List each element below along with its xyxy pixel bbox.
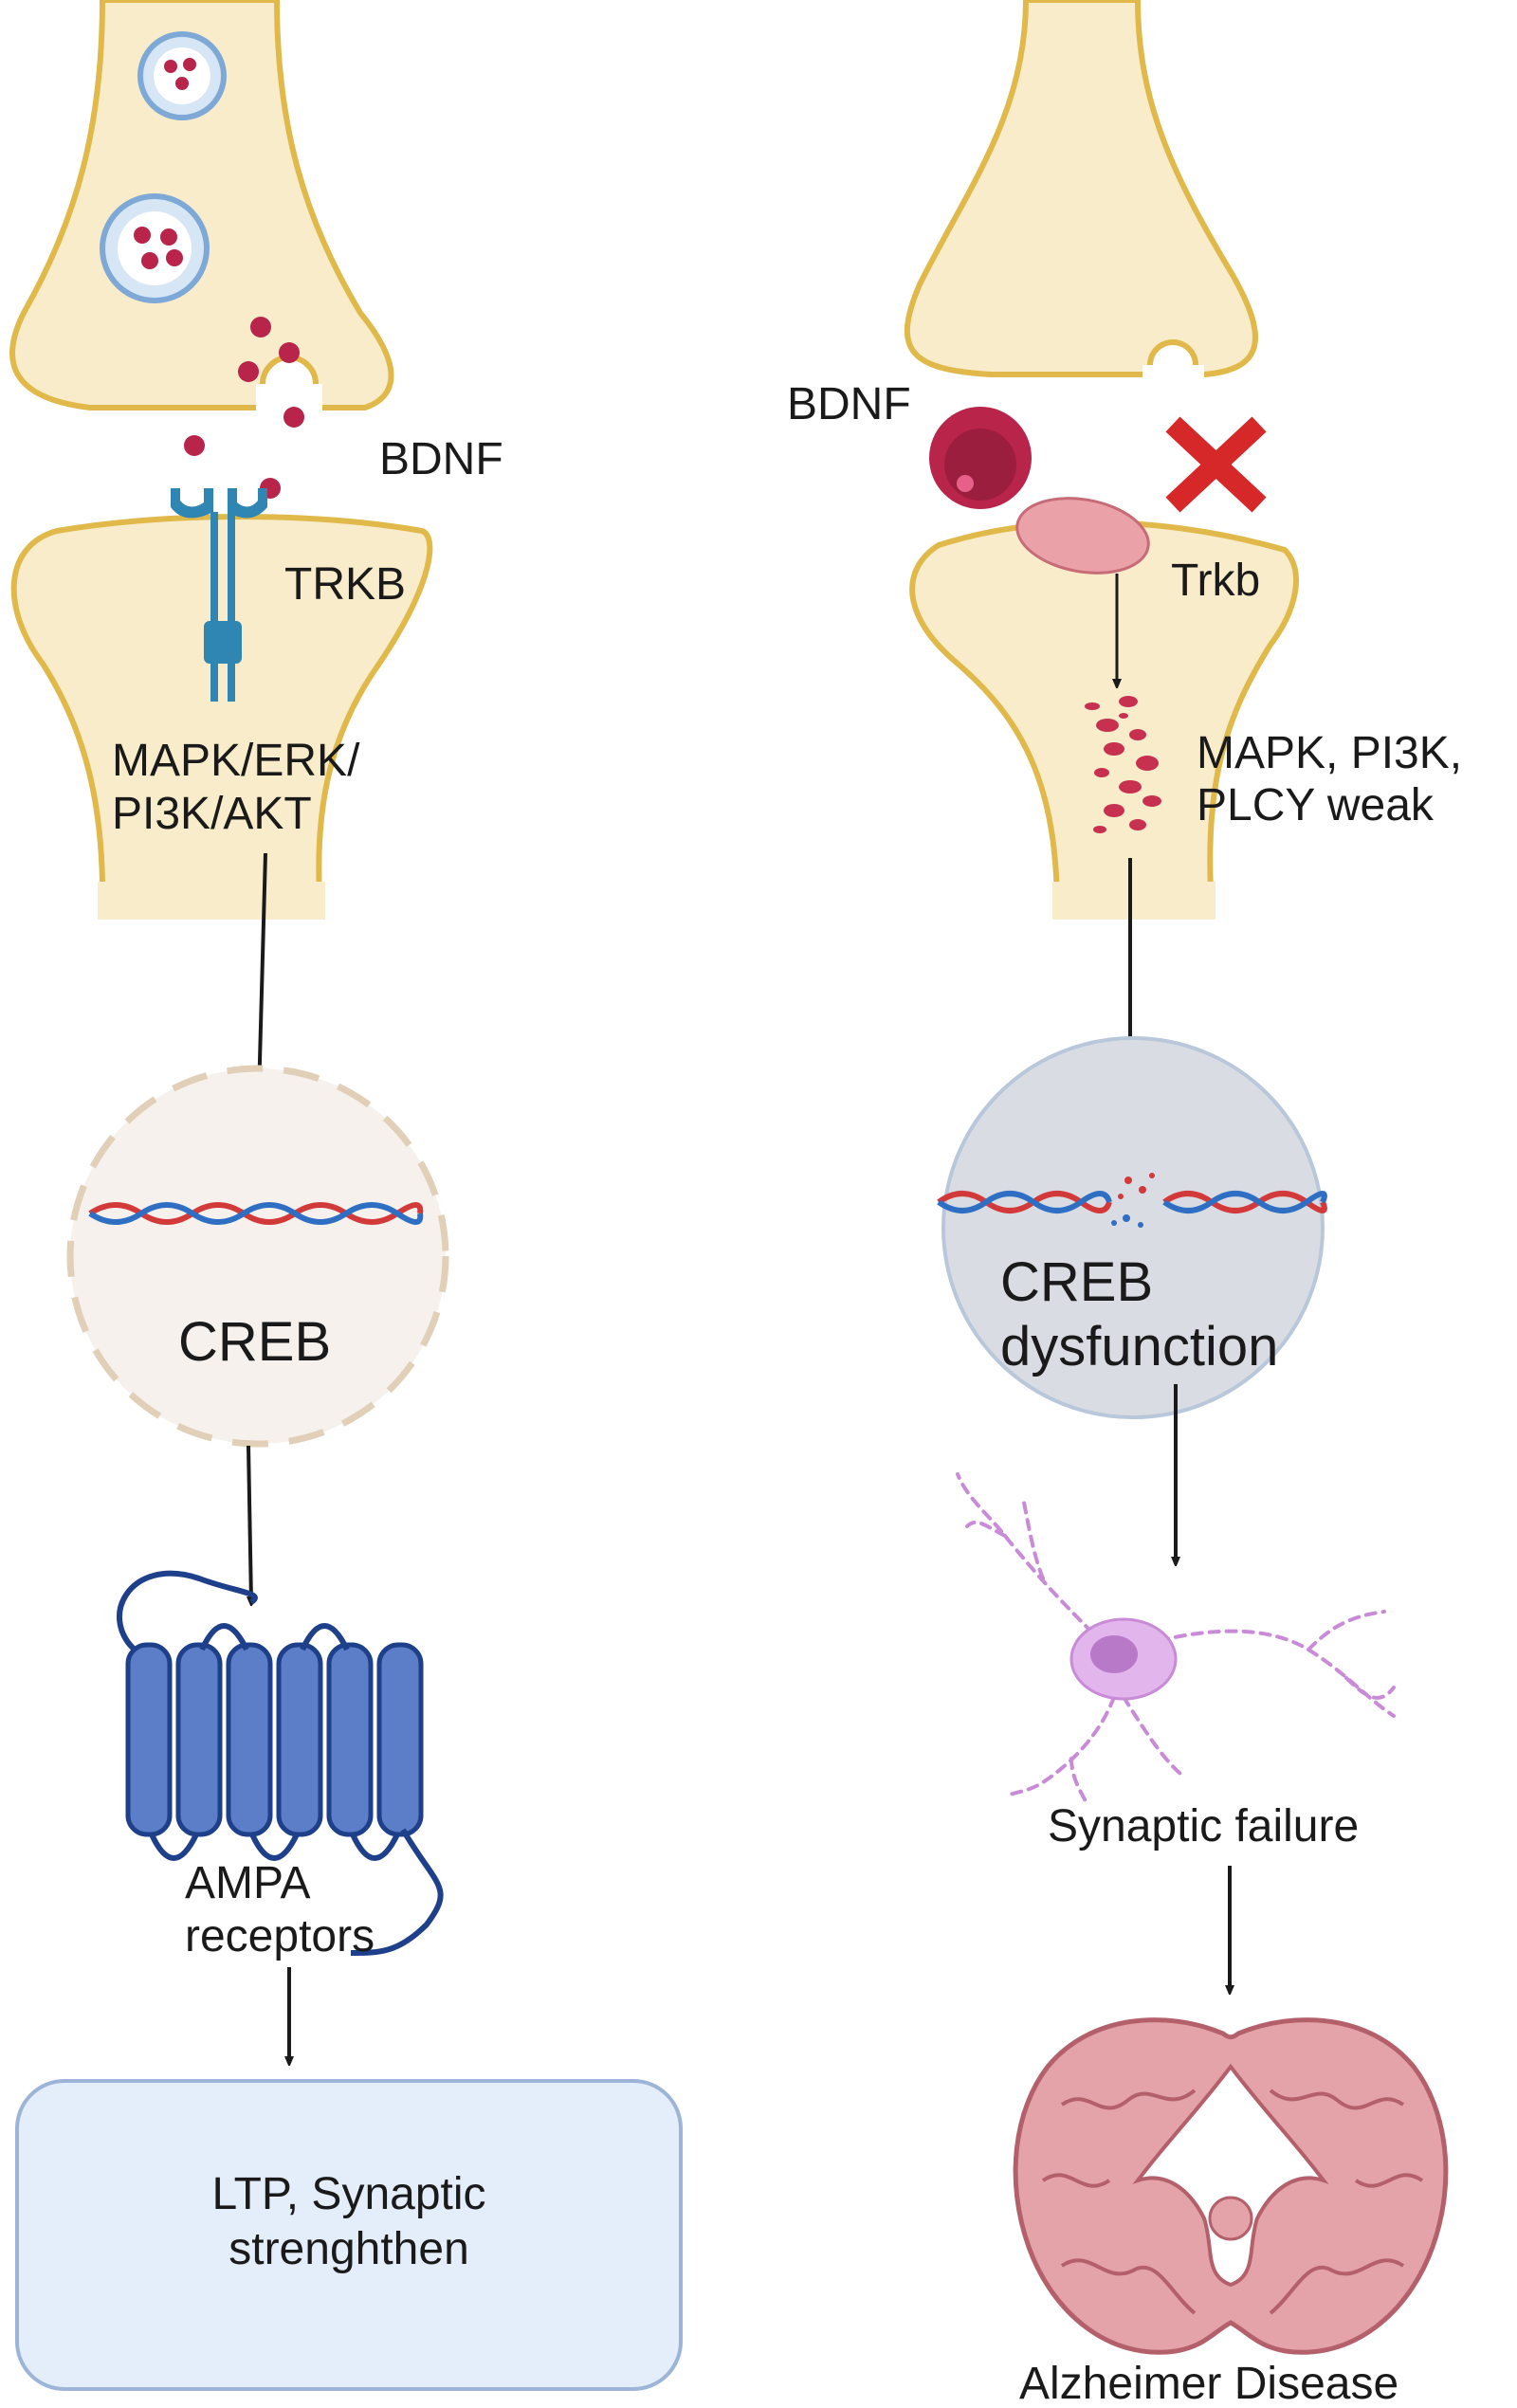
fragmented-signalling	[1085, 696, 1161, 833]
trkb-receptor	[171, 488, 267, 702]
ltp-outcome-box	[15, 2079, 683, 2391]
synaptic-failure-label: Synaptic failure	[1048, 1801, 1359, 1852]
healthy-pathway-label-1: MAPK/ERK/	[112, 736, 360, 786]
healthy-postsynaptic-terminal	[10, 514, 433, 913]
creb-dysfunction-line-2: dysfunction	[1000, 1316, 1278, 1377]
disease-bdnf-label: BDNF	[787, 379, 911, 429]
disease-trkb-label: Trkb	[1171, 556, 1260, 606]
ampa-receptor	[117, 1570, 444, 1956]
ltp-outcome-line-2: strenghthen	[228, 2224, 469, 2274]
alzheimer-brain-icon	[1013, 2017, 1449, 2355]
ltp-outcome-line-1: LTP, Synaptic	[211, 2169, 485, 2219]
blocked-x-icon	[1165, 416, 1267, 513]
degenerating-neuron-icon	[956, 1472, 1396, 1803]
dna-helix	[88, 1202, 424, 1225]
broken-dna-helix	[937, 1173, 1327, 1228]
healthy-panel: BDNF TRKB MAPK/ERK/ PI3K/AKT CREB	[9, 0, 683, 2391]
healthy-pathway-label-2: PI3K/AKT	[112, 789, 312, 839]
disease-pathway-label-2: PLCY weak	[1197, 780, 1435, 830]
healthy-creb-label: CREB	[178, 1311, 331, 1373]
bdnf-molecules	[184, 317, 304, 499]
trkb-receptor-damaged	[1015, 497, 1150, 575]
healthy-nucleus	[66, 1065, 449, 1448]
disease-postsynaptic-terminal	[909, 520, 1299, 913]
trkb-label: TRKB	[284, 559, 406, 610]
vesicle	[137, 31, 227, 120]
ampa-label-2: receptors	[185, 1911, 375, 1961]
bdnf-aggregate	[929, 407, 1032, 509]
ampa-label-1: AMPA	[185, 1858, 310, 1908]
arrow-creb-to-ampa	[248, 1445, 251, 1602]
creb-dysfunction-line-1: CREB	[1000, 1251, 1153, 1313]
healthy-bdnf-label: BDNF	[379, 434, 503, 484]
disease-presynaptic-terminal	[904, 0, 1258, 377]
disease-panel: BDNF Trkb	[787, 0, 1462, 2408]
disease-nucleus	[941, 1036, 1325, 1419]
disease-pathway-label-1: MAPK, PI3K,	[1197, 728, 1462, 778]
vesicle	[100, 193, 210, 303]
alzheimer-disease-label: Alzheimer Disease	[1019, 2359, 1398, 2408]
healthy-presynaptic-terminal	[9, 0, 394, 410]
